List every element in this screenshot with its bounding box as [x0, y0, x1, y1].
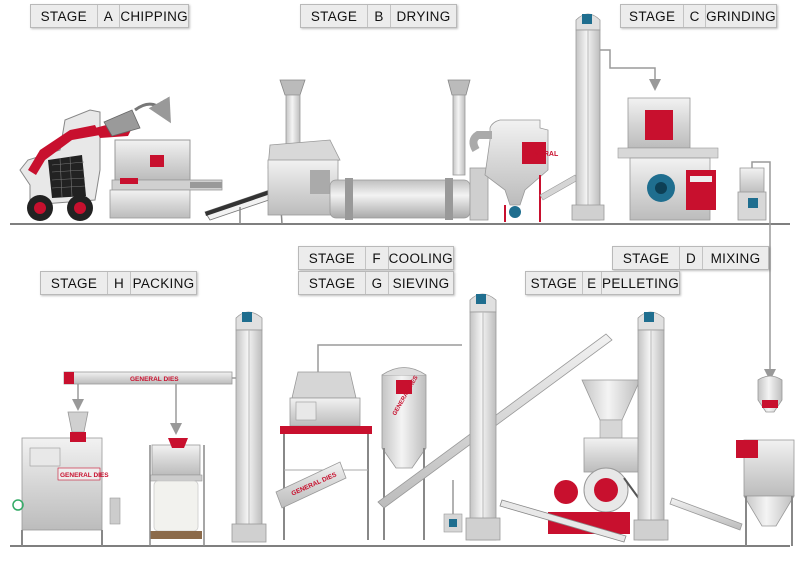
stage-a-name: CHIPPING [120, 8, 188, 24]
hammer-mill-grinder [617, 97, 719, 221]
stage-f-name: COOLING [388, 250, 453, 266]
flow-line-grinding [600, 49, 661, 91]
stage-h-word: STAGE [41, 272, 108, 294]
transfer-curved-arrow [134, 96, 171, 124]
flow-line-cooling [317, 344, 462, 372]
bucket-elevator-1 [571, 13, 605, 221]
dryer-furnace [267, 79, 341, 216]
stage-g-label: STAGE G SIEVING [298, 271, 454, 295]
stage-h-name: PACKING [132, 275, 195, 291]
stage-c-letter: C [684, 5, 707, 27]
stage-h-letter: H [108, 272, 131, 294]
stage-c-name: GRINDING [706, 8, 776, 24]
small-fan [443, 480, 463, 533]
stage-c-word: STAGE [621, 5, 685, 27]
stage-b-word: STAGE [301, 5, 368, 27]
packing-machine-label: GENERAL DIES [60, 472, 109, 479]
screw-conveyor-1 [539, 174, 579, 201]
stage-e-letter: E [583, 272, 603, 294]
bucket-elevator-4 [633, 311, 669, 541]
stage-f-word: STAGE [299, 247, 366, 269]
stage-b-name: DRYING [396, 8, 451, 24]
stage-g-letter: G [366, 272, 389, 294]
bucket-elevator-3 [465, 293, 501, 541]
dryer-chimney [447, 79, 471, 176]
grinding-fan [737, 167, 767, 221]
stage-c-label: STAGE C GRINDING [620, 4, 777, 28]
vertical-mixer [736, 375, 795, 546]
product-silo: GENERAL DIES [381, 367, 427, 540]
screw-conveyor-packing: GENERAL DIES [63, 371, 233, 385]
stage-d-name: MIXING [710, 250, 761, 266]
stage-f-letter: F [366, 247, 389, 269]
dryer-cyclone: GENERAL [469, 119, 559, 222]
bucket-elevator-2 [231, 311, 267, 543]
stage-d-word: STAGE [613, 247, 680, 269]
stage-b-label: STAGE B DRYING [300, 4, 457, 28]
vibrating-sieve: GENERAL DIES [275, 461, 347, 509]
packing-machine-right [149, 438, 205, 546]
stage-e-word: STAGE [526, 272, 583, 294]
stage-e-label: STAGE E PELLETING [525, 271, 680, 295]
rotary-drum-dryer [329, 167, 489, 221]
dryer-cyclone-label: GENERAL [524, 151, 559, 158]
stage-h-label: STAGE H PACKING [40, 271, 197, 295]
flow-line-to-mixing [751, 161, 776, 381]
packing-machine-left: GENERAL DIES [12, 411, 121, 546]
wood-chipper [109, 139, 223, 219]
counterflow-cooler [280, 371, 372, 540]
stage-e-name: PELLETING [602, 275, 679, 291]
stage-d-letter: D [680, 247, 703, 269]
mixer-screw-conveyor [669, 497, 743, 531]
stage-a-label: STAGE A CHIPPING [30, 4, 189, 28]
stage-a-word: STAGE [31, 5, 98, 27]
pellet-mill [548, 379, 641, 534]
pellet-belt-conveyor [499, 499, 627, 543]
stage-d-label: STAGE D MIXING [612, 246, 769, 270]
stage-g-word: STAGE [299, 272, 366, 294]
stage-g-name: SIEVING [392, 275, 450, 291]
top-conveyor-label: GENERAL DIES [130, 376, 179, 383]
floor-lines [10, 223, 790, 547]
skid-steer-loader [19, 109, 141, 221]
stage-b-letter: B [368, 5, 391, 27]
stage-f-label: STAGE F COOLING [298, 246, 454, 270]
stage-a-letter: A [98, 5, 121, 27]
